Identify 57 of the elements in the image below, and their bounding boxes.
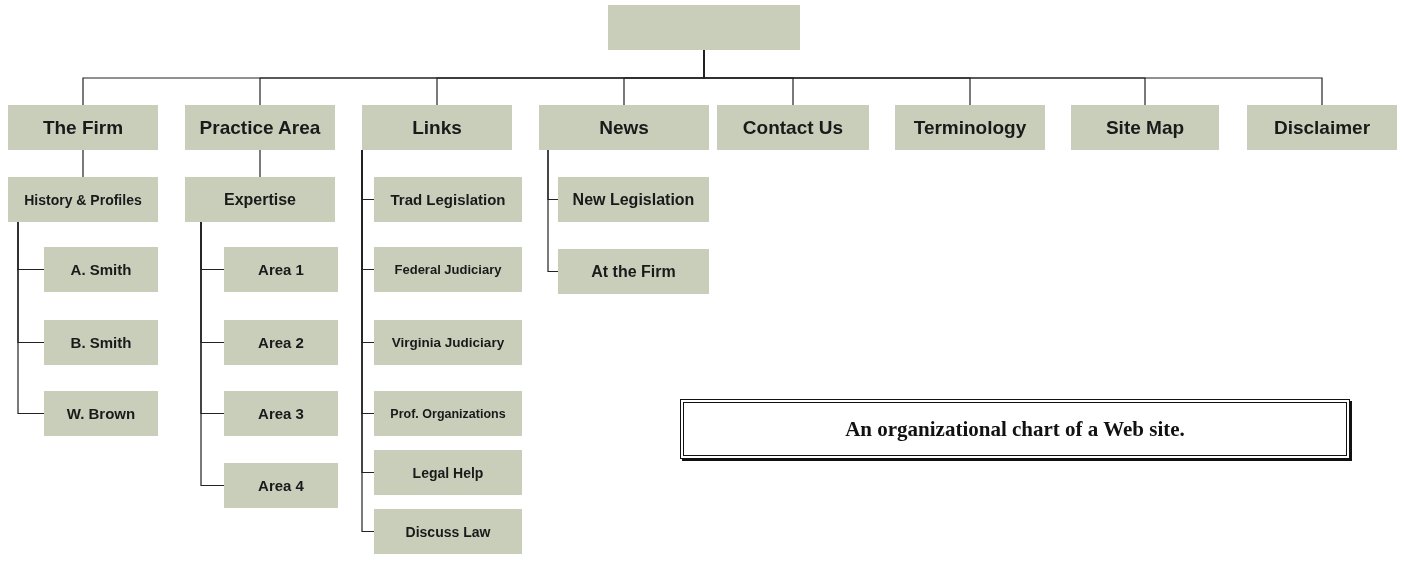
page-box xyxy=(8,105,158,150)
page-box xyxy=(895,105,1045,150)
page-box xyxy=(224,463,338,508)
page-box xyxy=(374,247,522,292)
page-box xyxy=(374,450,522,495)
page-label: Expertise xyxy=(223,190,296,209)
page-box xyxy=(44,320,158,365)
page-label: Terminology xyxy=(913,116,1027,139)
page-label: Federal Judiciary xyxy=(394,262,502,277)
root-box xyxy=(608,5,800,50)
page-box xyxy=(539,105,709,150)
page-label: Area 2 xyxy=(258,334,304,351)
page-label: Contact Us xyxy=(742,116,844,139)
connector-line xyxy=(547,149,559,273)
page-box xyxy=(8,177,158,222)
page-label: News xyxy=(599,116,649,139)
page-label: Site Map xyxy=(1105,116,1185,139)
connector-line xyxy=(17,221,45,415)
page-label: Virginia Judiciary xyxy=(391,335,505,350)
page-box xyxy=(374,177,522,222)
connector-line xyxy=(200,221,225,487)
page-box xyxy=(224,320,338,365)
page-label: History & Profiles xyxy=(24,191,142,208)
page-label: Legal Help xyxy=(412,464,484,481)
page-label: Disclaimer xyxy=(1273,116,1371,139)
page-box xyxy=(558,177,709,222)
page-label: Area 3 xyxy=(258,405,304,422)
page-label: A. Smith xyxy=(70,261,132,278)
page-box xyxy=(185,105,335,150)
page-box xyxy=(44,391,158,436)
page-label: Practice Area xyxy=(199,116,321,139)
page-label: At the Firm xyxy=(591,262,676,281)
page-box xyxy=(374,320,522,365)
page-box xyxy=(1071,105,1219,150)
page-label: Links xyxy=(412,116,462,139)
connector-line xyxy=(82,149,84,178)
page-box xyxy=(362,105,512,150)
page-box xyxy=(185,177,335,222)
page-label: Area 1 xyxy=(258,261,304,278)
page-box xyxy=(1247,105,1397,150)
page-box xyxy=(717,105,869,150)
page-label: Trad Legislation xyxy=(390,191,506,208)
page-label: The Firm xyxy=(42,116,124,139)
page-box xyxy=(224,247,338,292)
connector-line xyxy=(259,149,261,178)
page-box xyxy=(374,509,522,554)
page-label: W. Brown xyxy=(66,405,136,422)
page-label: Area 4 xyxy=(258,477,304,494)
page-label: Discuss Law xyxy=(405,523,491,540)
page-box xyxy=(374,391,522,436)
page-label: B. Smith xyxy=(70,334,132,351)
page-label: Prof. Organizations xyxy=(390,406,506,421)
page-box xyxy=(558,249,709,294)
page-box xyxy=(44,247,158,292)
page-label: New Legislation xyxy=(572,190,695,209)
caption-box: An organizational chart of a Web site. xyxy=(680,399,1350,459)
page-box xyxy=(224,391,338,436)
